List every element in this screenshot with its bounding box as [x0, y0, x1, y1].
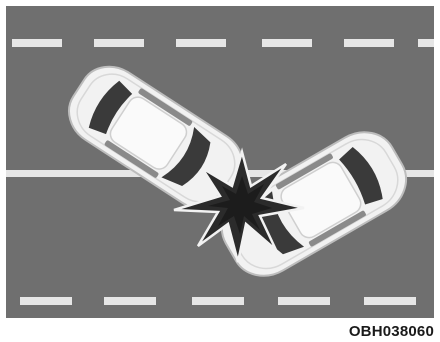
- figure-code-label: OBH038060: [349, 323, 434, 340]
- collision-illustration: [6, 6, 434, 318]
